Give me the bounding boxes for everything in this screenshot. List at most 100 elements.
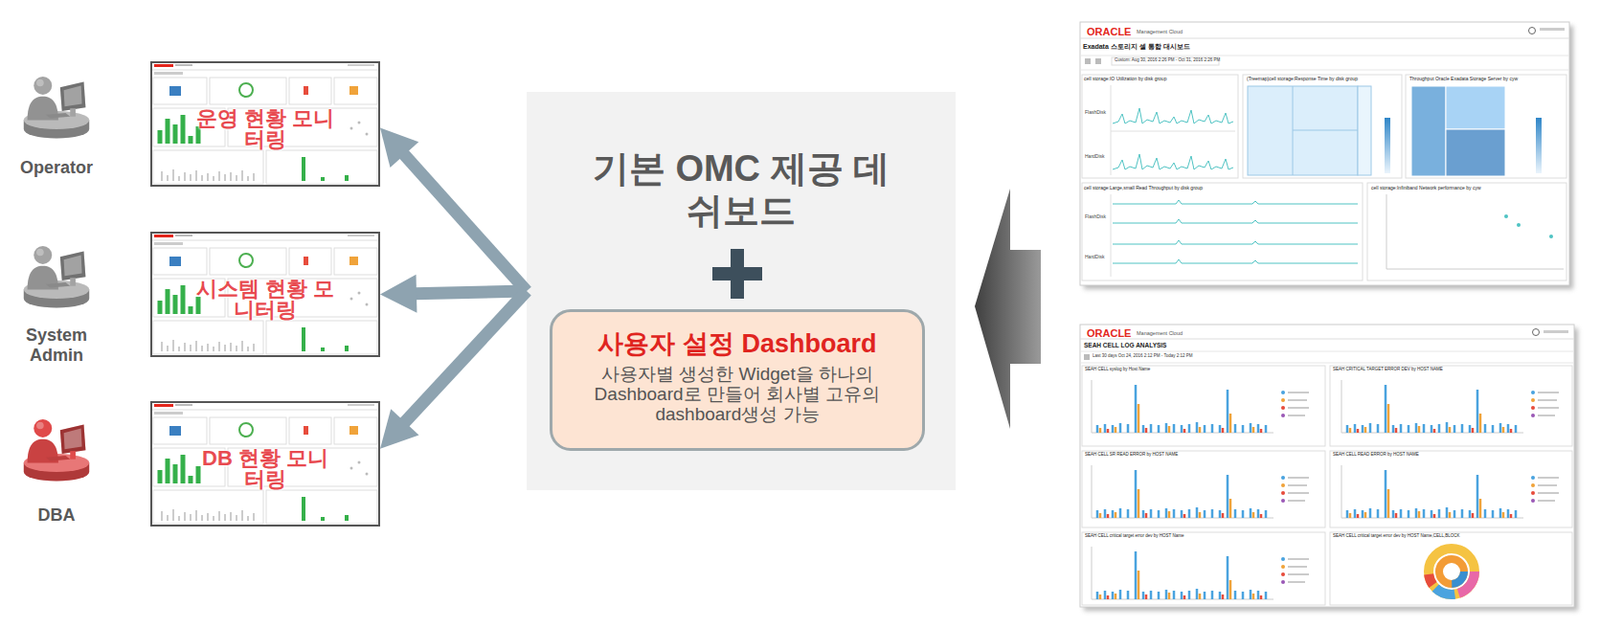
plus-symbol [712, 248, 763, 299]
arrow-head [380, 274, 417, 314]
custom-dashboard-box: 사용자 설정 Dashboard 사용자별 생성한 Widget을 하나의 Das… [549, 309, 925, 451]
sunburst-chart [1443, 563, 1460, 580]
fan-arrow [380, 127, 527, 292]
exadata-dashboard-image [1549, 234, 1554, 239]
exadata-dashboard-image [1110, 194, 1112, 277]
thumbnail-images [150, 61, 381, 527]
brand-logo: ORACLE [1086, 25, 1131, 38]
product-name: Management Cloud [1136, 330, 1183, 337]
arrow-shaft [414, 291, 527, 294]
exadata-dashboard-image [1080, 22, 1570, 286]
chart-title: SEAH CELL critical target error dev by H… [1084, 534, 1185, 540]
log-bar-charts [1091, 380, 1309, 433]
person-icons [23, 76, 90, 482]
plus-symbol [730, 248, 744, 299]
exadata-dashboard-image [1112, 240, 1358, 245]
axis-label: HardDisk [1084, 254, 1105, 261]
block-arrow [974, 188, 1041, 429]
panel-title: 기본 OMC 제공 데쉬보드 [583, 147, 900, 232]
chart-title: cell storage:Large,small Read Throughput… [1083, 185, 1203, 192]
exadata-dashboard-image [1411, 86, 1446, 177]
dashboard-screenshot: ORACLE Management CloudSEAH CELL LOG ANAL… [1080, 324, 1575, 608]
exadata-dashboard-image [1080, 55, 1570, 57]
exadata-dashboard-image [1081, 182, 1363, 281]
exadata-dashboard-image [1112, 259, 1358, 264]
dashboard-title: Exadata 스토리지 셀 통합 대시보드 [1082, 43, 1191, 51]
chart-title: SEAH CELL READ ERROR by HOST NAME [1332, 452, 1420, 458]
dashboard-thumbnail: 시스템 현황 모니터링 [150, 231, 381, 358]
exadata-dashboard-image [1405, 74, 1567, 179]
thumbnail-image [150, 401, 381, 527]
brand-logo: ORACLE [1086, 327, 1131, 339]
exadata-dashboard-image [1080, 38, 1570, 40]
arrow-shaft [403, 153, 527, 292]
exadata-dashboard-image [1357, 86, 1372, 176]
sunburst-chart [1428, 548, 1475, 595]
time-range: Custom: Aug 30, 2016 2:26 PM - Oct 31, 2… [1114, 58, 1220, 64]
log-analysis-image [1080, 338, 1575, 340]
sunburst-chart [1439, 559, 1465, 585]
role-label: System Admin [8, 325, 105, 365]
chart-title: cell storage:IO Utilization by disk grou… [1083, 76, 1167, 83]
log-analysis-image [1080, 324, 1578, 611]
role-label: Operator [3, 157, 110, 179]
exadata-dashboard-image [1539, 27, 1565, 31]
exadata-dashboard-image [1112, 200, 1358, 204]
chart-title: SEAH CELL SR READ ERROR by HOST NAME [1084, 452, 1178, 458]
log-analysis-image [1081, 532, 1326, 606]
box-heading: 사용자 설정 Dashboard [560, 329, 915, 360]
dashboard-title: SEAH CELL LOG ANALYSIS [1083, 341, 1167, 349]
box-body: 사용자별 생성한 Widget을 하나의 Dashboard로 만들어 회사별 … [571, 364, 903, 426]
log-bar-charts [1091, 546, 1309, 600]
arrow-head [380, 408, 420, 449]
chart-title: SEAH CELL syslog by Host Name [1084, 367, 1150, 373]
exadata-dashboard-image [1529, 27, 1536, 35]
exadata-dashboard-image [1516, 223, 1521, 227]
log-analysis-image [1532, 329, 1540, 337]
product-name: Management Cloud [1136, 28, 1183, 35]
fan-arrow [380, 291, 527, 450]
exadata-dashboard-image [1081, 74, 1239, 179]
arrow-shaft [403, 291, 527, 424]
axis-label: FlashDisk [1084, 214, 1106, 221]
exadata-dashboard-image [1504, 214, 1509, 219]
exadata-dashboard-image [1367, 182, 1567, 281]
sunburst-chart [1428, 548, 1475, 595]
role-caption: 시스템 현황 모니터링 [193, 278, 338, 321]
exadata-dashboard-image [1504, 214, 1554, 239]
exadata-dashboard-image [1112, 108, 1234, 124]
sunburst-chart [1439, 559, 1465, 585]
chart-title: SEAH CRITICAL TARGET ERROR DEV by HOST N… [1332, 367, 1443, 373]
exadata-dashboard-image [1110, 131, 1236, 133]
dashboard-thumbnail: DB 현황 모니터링 [150, 401, 381, 527]
role-label: DBA [3, 505, 110, 526]
log-bar-charts [1091, 380, 1559, 600]
dashboard-thumbnail: 운영 현황 모니터링 [150, 61, 381, 187]
thumbnail-image [150, 231, 381, 358]
log-analysis-image [1081, 365, 1573, 606]
exadata-dashboard-image [1084, 58, 1091, 65]
time-range: Last 30 days Oct 24, 2016 2:12 PM - Toda… [1092, 354, 1193, 360]
arrow-head [380, 127, 419, 168]
axis-label: HardDisk [1084, 154, 1105, 160]
log-analysis-image [1080, 351, 1575, 353]
role-caption: 운영 현황 모니터링 [193, 108, 338, 151]
exadata-dashboard-image [1242, 74, 1402, 179]
center-panel: 기본 OMC 제공 데쉬보드사용자 설정 Dashboard 사용자별 생성한 W… [526, 91, 956, 491]
sunburst-chart [1428, 548, 1475, 595]
log-analysis-image [1080, 324, 1575, 608]
exadata-dashboard-image [1112, 154, 1234, 170]
chart-title: Throughput Oracle Exadata Storage Server… [1409, 76, 1518, 83]
log-analysis-image [1081, 450, 1326, 528]
chart-title: (Treemap)cell storage:Response Time by d… [1246, 76, 1358, 83]
log-bar-charts [1091, 465, 1309, 519]
log-analysis-image [1329, 532, 1573, 606]
exadata-dashboard-image [1535, 117, 1542, 174]
exadata-dashboard-image [1384, 117, 1391, 174]
dba-icon [23, 419, 90, 482]
axis-label: FlashDisk [1084, 110, 1106, 116]
sunburst-chart [1428, 548, 1475, 595]
system-admin-icon [23, 246, 90, 309]
exadata-dashboard-image [1081, 74, 1567, 281]
